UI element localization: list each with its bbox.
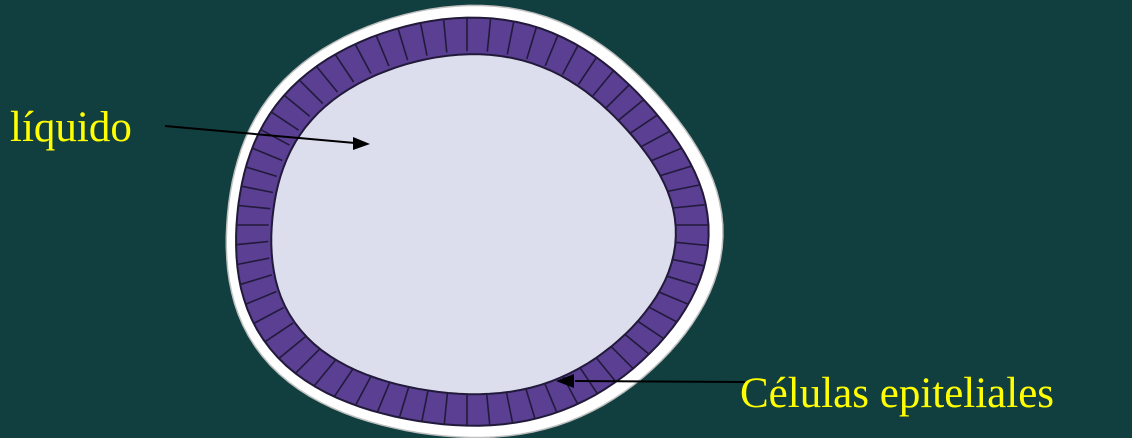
cells-pointer-arrow	[575, 381, 745, 382]
epithelial-cells-label: Células epiteliales	[740, 372, 1054, 415]
liquid-label: líquido	[10, 106, 132, 149]
